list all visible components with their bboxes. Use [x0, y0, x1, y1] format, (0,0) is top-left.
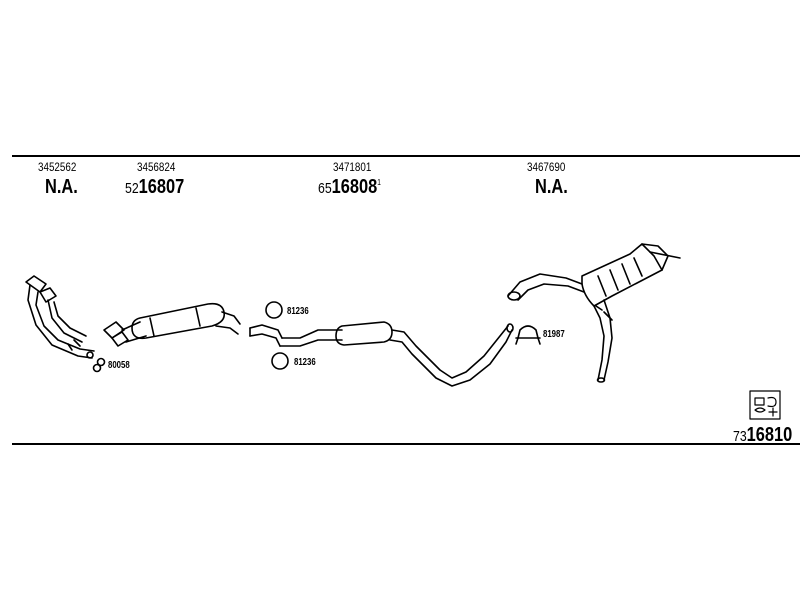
top-separator-line — [12, 155, 800, 157]
ref-label-clamp-rear: 81987 — [543, 329, 565, 340]
part-number-front-silencer: 3456824 — [137, 160, 176, 174]
middle-silencer-part — [249, 321, 514, 387]
bottom-separator-line — [12, 443, 800, 445]
kit-code: 7316810 — [733, 424, 793, 446]
front-pipe-part — [25, 275, 106, 373]
part-number-rear-silencer: 3467690 — [527, 160, 566, 174]
code-rear-silencer: N.A. — [535, 176, 568, 198]
gasket-ring-lower-part — [271, 352, 289, 370]
rear-silencer-part — [507, 243, 681, 383]
code-front-pipe: N.A. — [45, 176, 78, 198]
ref-label-clamp-front: 80058 — [108, 360, 130, 371]
gasket-ring-upper-part — [265, 301, 283, 319]
front-silencer-part — [103, 302, 241, 347]
ref-label-gasket-lower: 81236 — [294, 357, 316, 368]
fitting-kit-icon — [749, 390, 781, 420]
code-middle-silencer: 65168081 — [318, 176, 381, 198]
part-number-front-pipe: 3452562 — [38, 160, 77, 174]
clamp-part — [515, 325, 541, 345]
code-front-silencer: 5216807 — [125, 176, 185, 198]
ref-label-gasket-upper: 81236 — [287, 306, 309, 317]
part-number-middle-silencer: 3471801 — [333, 160, 372, 174]
